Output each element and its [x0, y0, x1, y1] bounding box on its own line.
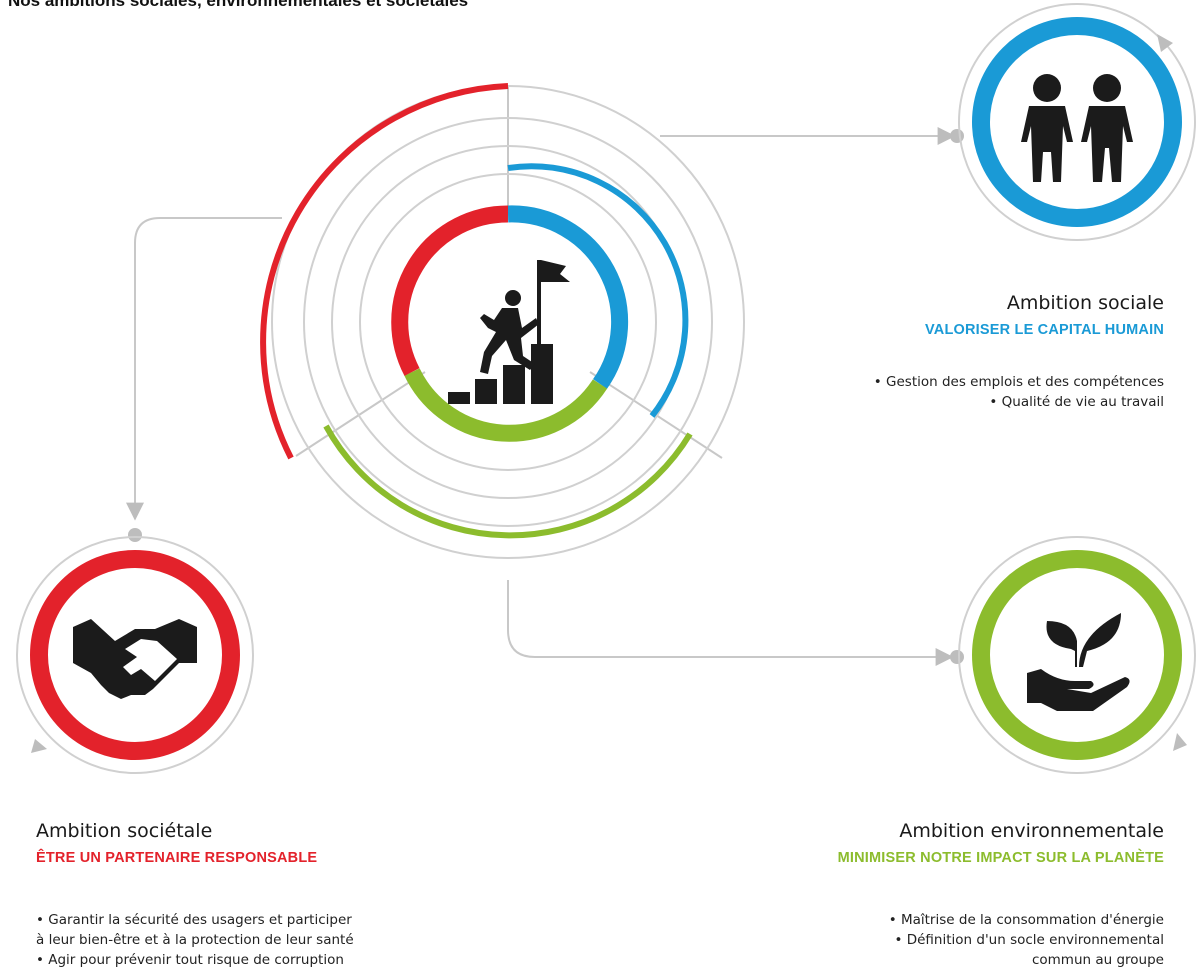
list-item: • Gestion des emplois et des compétences	[873, 374, 1164, 390]
ambition-environnementale-block: Ambition environnementale MINIMISER NOTR…	[664, 820, 1164, 970]
handshake-icon	[73, 619, 197, 699]
plant-in-hand-icon	[1027, 613, 1130, 711]
ambition-societale-title: Ambition sociétale	[36, 820, 213, 842]
divider-left	[295, 371, 426, 457]
ambition-societale-block: Ambition sociétale ÊTRE UN PARTENAIRE RE…	[36, 820, 506, 970]
badge-environnementale	[958, 536, 1196, 774]
badge-sociale	[958, 3, 1196, 241]
list-item: • Qualité de vie au travail	[989, 394, 1164, 410]
list-item: • Définition d'un socle environnemental	[894, 932, 1164, 948]
list-item: à leur bien-être et à la protection de l…	[36, 932, 354, 948]
ambition-environnementale-title: Ambition environnementale	[899, 820, 1164, 842]
badge-societale	[16, 536, 254, 774]
list-item: commun au groupe	[1031, 952, 1164, 968]
connector-dots	[128, 129, 964, 664]
arc-social-mid	[507, 163, 689, 418]
ambition-environnementale-tagline: MINIMISER NOTRE IMPACT SUR LA PLANÈTE	[837, 850, 1164, 866]
ambition-sociale-tagline: VALORISER LE CAPITAL HUMAIN	[924, 322, 1164, 338]
list-item: • Agir pour prévenir tout risque de corr…	[36, 952, 344, 968]
list-item: • Maîtrise de la consommation d'énergie	[888, 912, 1164, 928]
arc-environment-outer	[323, 424, 693, 539]
page-title: Nos ambitions sociales, environnementale…	[8, 0, 469, 10]
ambition-environnementale-list: • Maîtrise de la consommation d'énergie …	[664, 910, 1164, 970]
ambition-societale-list: • Garantir la sécurité des usagers et pa…	[36, 910, 506, 970]
ambition-sociale-block: Ambition sociale VALORISER LE CAPITAL HU…	[704, 292, 1164, 412]
arc-societal-outer	[260, 83, 509, 460]
list-item: • Garantir la sécurité des usagers et pa…	[36, 912, 352, 928]
ambition-sociale-title: Ambition sociale	[1006, 292, 1164, 314]
connector-to-environnementale	[507, 580, 954, 666]
arc-social-inner	[507, 205, 629, 389]
ring-1	[359, 173, 657, 471]
ambition-societale-tagline: ÊTRE UN PARTENAIRE RESPONSABLE	[36, 850, 318, 866]
arc-environment-inner	[404, 368, 608, 442]
ambition-sociale-list: • Gestion des emplois et des compétences…	[704, 372, 1164, 412]
arc-societal-inner	[391, 205, 509, 376]
people-icon	[1021, 74, 1133, 182]
ring-3	[303, 117, 713, 527]
center-rings	[260, 83, 745, 559]
connector-to-societale	[126, 217, 282, 521]
climbing-steps-to-flag-icon	[448, 260, 570, 404]
